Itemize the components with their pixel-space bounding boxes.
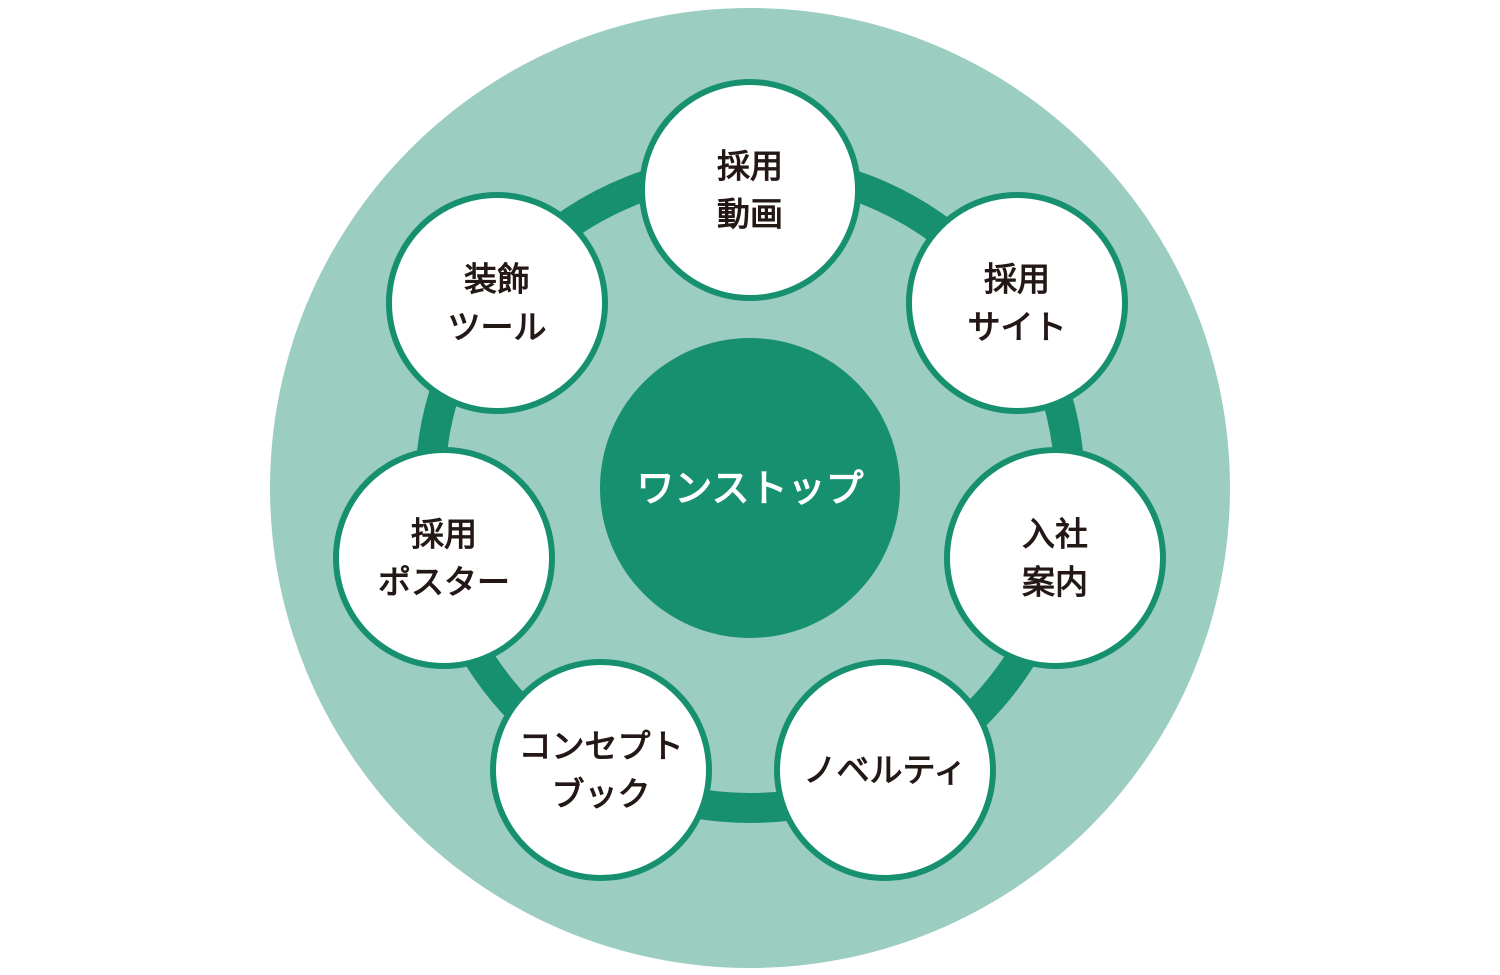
node-circle <box>639 79 861 301</box>
node-novelty: ノベルティ <box>774 659 996 881</box>
node-label-line: サイト <box>968 308 1067 347</box>
node-circle <box>333 447 555 669</box>
node-label-line: ノベルティ <box>803 751 966 790</box>
node-label-line: 装飾 <box>464 260 530 299</box>
node-label-line: ツール <box>448 308 547 347</box>
node-circle <box>386 192 608 414</box>
node-circle <box>774 659 996 881</box>
node-label-line: 入社 <box>1022 515 1088 554</box>
node-label-line: 動画 <box>717 195 783 234</box>
node-label-line: 採用 <box>984 260 1050 299</box>
node-label-line: 案内 <box>1022 563 1088 602</box>
center-circle <box>600 338 900 638</box>
node-circle <box>944 447 1166 669</box>
node-circle <box>906 192 1128 414</box>
node-label-line: 採用 <box>717 147 783 186</box>
node-label-line: ポスター <box>378 563 510 602</box>
node-label-line: コンセプト <box>519 727 684 766</box>
node-circle <box>490 659 712 881</box>
node-label-line: ブック <box>552 775 651 814</box>
center-label: ワンストップ <box>636 467 863 511</box>
node-label-line: 採用 <box>411 515 477 554</box>
